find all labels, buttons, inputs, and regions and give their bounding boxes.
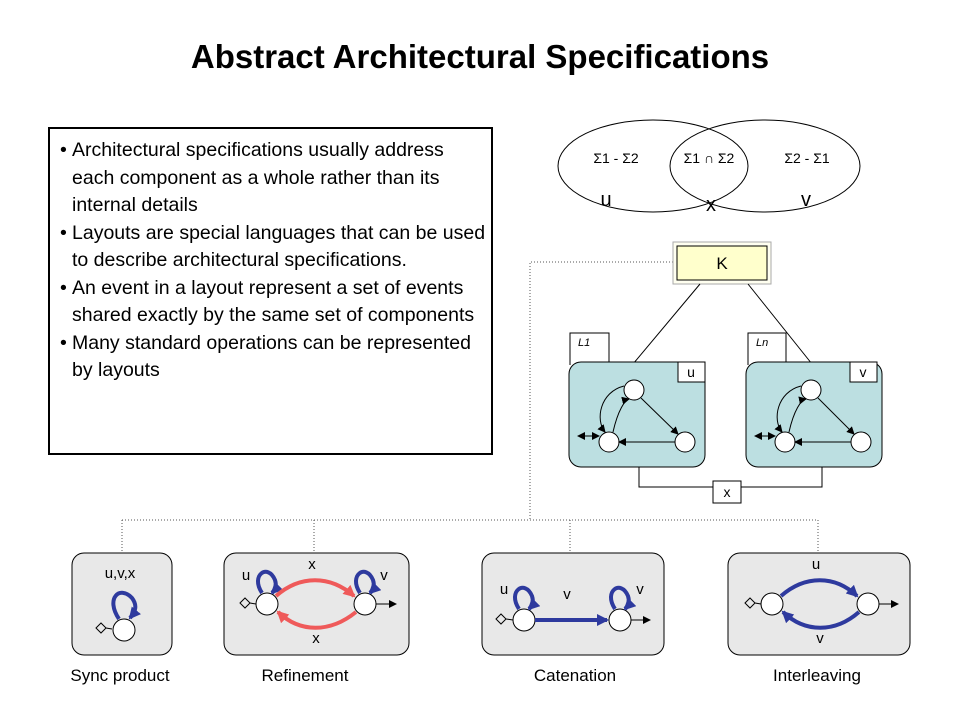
component-right-event: v bbox=[860, 364, 867, 380]
bullet-item: •Layouts are special languages that can … bbox=[60, 221, 486, 272]
top-box-label: K bbox=[716, 254, 728, 273]
catenation-v-right-label: v bbox=[636, 581, 644, 598]
operation-catenation: u v v bbox=[481, 552, 665, 656]
venn-middle-label: Σ1 ∩ Σ2 bbox=[684, 150, 735, 166]
venn-left-ellipse bbox=[557, 119, 749, 213]
shared-event-label: x bbox=[724, 484, 731, 500]
catenation-v-middle-label: v bbox=[563, 586, 571, 603]
venn-left-event: u bbox=[600, 189, 611, 211]
tree-edge-left bbox=[632, 283, 701, 365]
tree-edge-right bbox=[747, 283, 813, 365]
catenation-label: Catenation bbox=[534, 666, 616, 685]
venn-middle-event: x bbox=[706, 194, 716, 216]
operation-refinement: u x v x bbox=[223, 552, 410, 656]
interleaving-v-label: v bbox=[816, 630, 824, 647]
operation-sync-product: u,v,x bbox=[71, 552, 173, 656]
operation-interleaving: u v bbox=[727, 552, 911, 656]
sync-product-label: Sync product bbox=[70, 666, 169, 685]
top-layout-box: K bbox=[672, 241, 772, 285]
component-right: Ln v bbox=[745, 332, 883, 468]
bullet-list-box: •Architectural specifications usually ad… bbox=[48, 127, 493, 455]
component-left-event: u bbox=[687, 364, 695, 380]
component-left-label: L1 bbox=[578, 337, 590, 349]
venn-right-event: v bbox=[801, 189, 811, 211]
refinement-x-top-label: x bbox=[308, 556, 316, 573]
shared-event-connector: x bbox=[638, 467, 823, 504]
catenation-u-label: u bbox=[500, 581, 508, 598]
alphabet-venn: Σ1 - Σ2 Σ1 ∩ Σ2 Σ2 - Σ1 u x v bbox=[557, 119, 861, 216]
interleaving-u-label: u bbox=[812, 556, 820, 573]
venn-right-label: Σ2 - Σ1 bbox=[784, 150, 830, 166]
interleaving-label: Interleaving bbox=[773, 666, 861, 685]
refinement-label: Refinement bbox=[262, 666, 349, 685]
page-title: Abstract Architectural Specifications bbox=[190, 38, 770, 75]
hierarchy-connectors bbox=[121, 261, 819, 553]
refinement-u-label: u bbox=[242, 567, 250, 584]
bullet-item: •Architectural specifications usually ad… bbox=[60, 139, 444, 216]
component-right-label: Ln bbox=[756, 337, 768, 349]
venn-right-ellipse bbox=[669, 119, 861, 213]
sync-product-event-label: u,v,x bbox=[105, 565, 136, 582]
refinement-v-label: v bbox=[380, 567, 388, 584]
refinement-x-bottom-label: x bbox=[312, 630, 320, 647]
component-left: L1 u bbox=[568, 332, 706, 468]
venn-left-label: Σ1 - Σ2 bbox=[593, 150, 639, 166]
bullet-item: •Many standard operations can be represe… bbox=[60, 331, 471, 382]
bullet-item: •An event in a layout represent a set of… bbox=[60, 276, 475, 327]
